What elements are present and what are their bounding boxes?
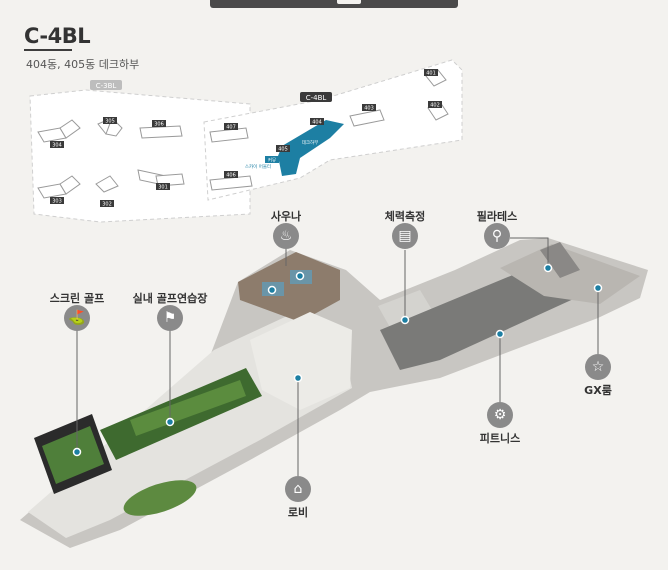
bldg-tag (276, 145, 290, 152)
bldg-tag (103, 117, 117, 124)
community-tag (265, 156, 279, 163)
page-title: C-4BL (24, 24, 91, 48)
lobby-area (250, 312, 352, 410)
top-bar (210, 0, 458, 8)
floor-plan (20, 238, 648, 548)
label-lobby: 로비 (287, 506, 309, 519)
community-tag-label: 커뮤 (268, 157, 276, 164)
site-map-right: C-4BL 데크하부 커뮤 스카이 어울터 407 404 405 406 40… (203, 59, 463, 201)
bldg-tag (224, 171, 238, 178)
deck-label: 데크하부 (302, 139, 319, 146)
bldg-tag (310, 118, 324, 125)
bldg-tag (156, 183, 170, 190)
sauna-icon: ♨ (273, 223, 299, 249)
putting-green (123, 480, 197, 516)
block-label-left: C-3BL (96, 82, 117, 90)
block-label-right: C-4BL (306, 94, 327, 102)
bldg-tag (152, 120, 166, 127)
bldg-tag (424, 69, 438, 76)
bldg-label: 406 (226, 173, 236, 179)
pilates-room (540, 242, 580, 278)
bldg-label: 404 (312, 120, 322, 126)
bldg-label: 305 (105, 119, 115, 125)
pilates-icon: ⚲ (484, 223, 510, 249)
bldg-tag (50, 197, 64, 204)
deck-area (278, 120, 344, 176)
reception-icon: ⌂ (285, 476, 311, 502)
golf-swing-icon: ⚑ (157, 305, 183, 331)
clipboard-icon: ▤ (392, 223, 418, 249)
bldg-label: 407 (226, 125, 236, 131)
title-underline (24, 49, 72, 51)
label-indoor-golf: 실내 골프연습장 (132, 292, 208, 305)
site-map-left: C-3BL 304 305 306 303 302 301 (29, 80, 251, 223)
label-gx: GX룸 (584, 384, 612, 397)
bldg-tag (100, 200, 114, 207)
dance-icon: ☆ (585, 354, 611, 380)
bldg-label: 405 (278, 147, 288, 153)
block-tag-right (300, 92, 332, 102)
bldg-label: 304 (52, 143, 62, 149)
bldg-label: 303 (52, 199, 62, 205)
bldg-label: 302 (102, 202, 112, 208)
golf-screen-icon: ⛳ (64, 305, 90, 331)
top-bar-notch (337, 0, 361, 4)
block-tag-left (90, 80, 122, 90)
bldg-label: 403 (364, 106, 374, 112)
callout-lines (76, 237, 599, 476)
label-sauna: 사우나 (270, 210, 302, 223)
label-pilates: 필라테스 (476, 210, 518, 223)
bldg-label: 301 (158, 185, 168, 191)
bldg-tag (362, 104, 376, 111)
bldg-tag (50, 141, 64, 148)
bldg-tag (428, 101, 442, 108)
bldg-label: 306 (154, 122, 164, 128)
label-fitness: 피트니스 (479, 432, 521, 445)
bldg-label: 401 (426, 71, 436, 77)
label-screen-golf: 스크린 골프 (49, 292, 105, 305)
callout-dots (72, 263, 603, 457)
page-subtitle: 404동, 405동 데크하부 (26, 58, 140, 71)
bldg-label: 402 (430, 103, 440, 109)
sauna-room (238, 252, 340, 322)
bldg-tag (224, 123, 238, 130)
label-fitness-test: 체력측정 (384, 210, 426, 223)
fitness-floor (380, 272, 580, 370)
community-label: 스카이 어울터 (245, 163, 271, 170)
treadmill-icon: ⚙ (487, 402, 513, 428)
